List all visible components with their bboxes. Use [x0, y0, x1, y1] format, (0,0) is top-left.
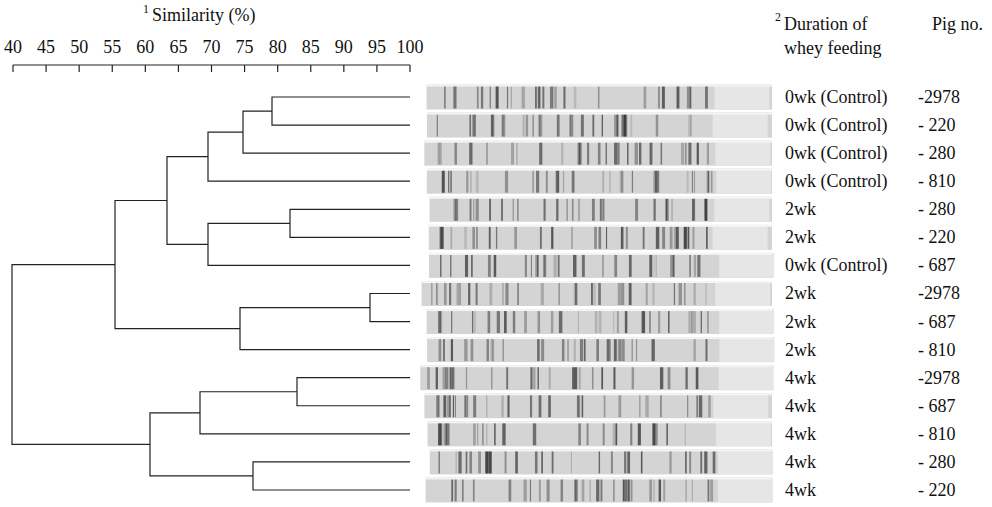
axis-tick: [244, 65, 245, 72]
gel-lane: [429, 225, 772, 250]
gel-lane: [427, 169, 772, 194]
treatment-label: 0wk (Control): [785, 86, 888, 108]
pig-number: - 220: [918, 114, 956, 136]
tick-label: 65: [169, 36, 187, 58]
axis-tick: [409, 65, 410, 72]
tick-label: 70: [203, 36, 221, 58]
pig-number: - 687: [918, 395, 956, 417]
tick-label: 60: [136, 36, 154, 58]
footnote-mark: 2: [775, 10, 781, 24]
gel-lane: [428, 421, 772, 446]
treatment-label: 2wk: [785, 311, 816, 333]
treatment-label: 0wk (Control): [785, 114, 888, 136]
treatment-label: 4wk: [785, 479, 816, 501]
tick-label: 40: [4, 36, 22, 58]
pig-number: - 280: [918, 142, 956, 164]
pig-number: -2978: [918, 367, 960, 389]
axis-title: Similarity (%): [152, 4, 255, 26]
axis-tick: [112, 65, 113, 72]
gel-lane: [427, 337, 774, 362]
axis-tick: [12, 65, 13, 72]
pig-number: - 220: [918, 226, 956, 248]
pig-number: - 810: [918, 423, 956, 445]
similarity-axis: [13, 65, 410, 72]
axis-tick: [343, 65, 344, 72]
pig-number: - 220: [918, 479, 956, 501]
treatment-label: 2wk: [785, 339, 816, 361]
tick-label: 90: [335, 36, 353, 58]
dgge-gel: [420, 85, 774, 503]
gel-lane: [424, 393, 772, 418]
treatment-label: 2wk: [785, 198, 816, 220]
axis-tick: [376, 65, 377, 72]
tick-label: 95: [368, 36, 386, 58]
dendrogram-branch: [115, 201, 240, 329]
axis-tick: [145, 65, 146, 72]
treatment-label: 0wk (Control): [785, 170, 888, 192]
treatment-label: 4wk: [785, 451, 816, 473]
pig-number: -2978: [918, 86, 960, 108]
dendrogram-branch: [208, 223, 410, 265]
column-header: Duration of whey feeding: [784, 12, 906, 60]
axis-tick: [79, 65, 80, 72]
tick-label: 55: [103, 36, 121, 58]
pig-number: - 280: [918, 451, 956, 473]
gel-lane: [424, 141, 772, 166]
dendrogram-branch: [243, 111, 410, 153]
treatment-label: 4wk: [785, 395, 816, 417]
treatment-label: 0wk (Control): [785, 142, 888, 164]
gel-lane: [430, 197, 772, 222]
footnote-mark: 1: [143, 2, 149, 16]
axis-tick: [211, 65, 212, 72]
gel-lane: [427, 309, 774, 334]
pig-number: - 687: [918, 254, 956, 276]
gel-lane: [427, 85, 772, 110]
dendrogram-branch: [253, 462, 410, 490]
dendrogram-branch: [290, 209, 410, 237]
dendrogram-branch: [208, 132, 410, 181]
dendrogram-branch: [200, 392, 410, 434]
dendrogram-branch: [272, 97, 410, 125]
treatment-label: 0wk (Control): [785, 254, 888, 276]
pig-number: - 280: [918, 198, 956, 220]
axis-tick: [45, 65, 46, 72]
gel-lane: [422, 281, 772, 306]
gel-lane: [429, 253, 774, 278]
dendrogram-branch: [150, 413, 253, 476]
axis-tick: [178, 65, 179, 72]
dendrogram-branch: [370, 293, 410, 321]
treatment-label: 2wk: [785, 282, 816, 304]
treatment-label: 2wk: [785, 226, 816, 248]
axis-tick: [277, 65, 278, 72]
gel-lane: [420, 365, 773, 390]
tick-label: 50: [70, 36, 88, 58]
dendrogram-branch: [297, 378, 410, 406]
pig-number: - 810: [918, 339, 956, 361]
treatment-label: 4wk: [785, 423, 816, 445]
dendrogram-branch: [12, 265, 150, 445]
tick-label: 75: [236, 36, 254, 58]
tick-label: 45: [37, 36, 55, 58]
gel-lane: [426, 477, 773, 502]
axis-tick: [310, 65, 311, 72]
gel-lane: [427, 113, 772, 138]
tick-label: 80: [269, 36, 287, 58]
tick-label: 85: [302, 36, 320, 58]
treatment-label: 4wk: [785, 367, 816, 389]
pig-number: - 687: [918, 311, 956, 333]
pig-number: - 810: [918, 170, 956, 192]
dendrogram-branch: [167, 157, 208, 245]
pig-number: -2978: [918, 282, 960, 304]
column-header: Pig no.: [932, 13, 983, 35]
gel-lane: [430, 449, 773, 474]
tick-label: 100: [397, 36, 424, 58]
dendrogram-branch: [240, 308, 410, 350]
